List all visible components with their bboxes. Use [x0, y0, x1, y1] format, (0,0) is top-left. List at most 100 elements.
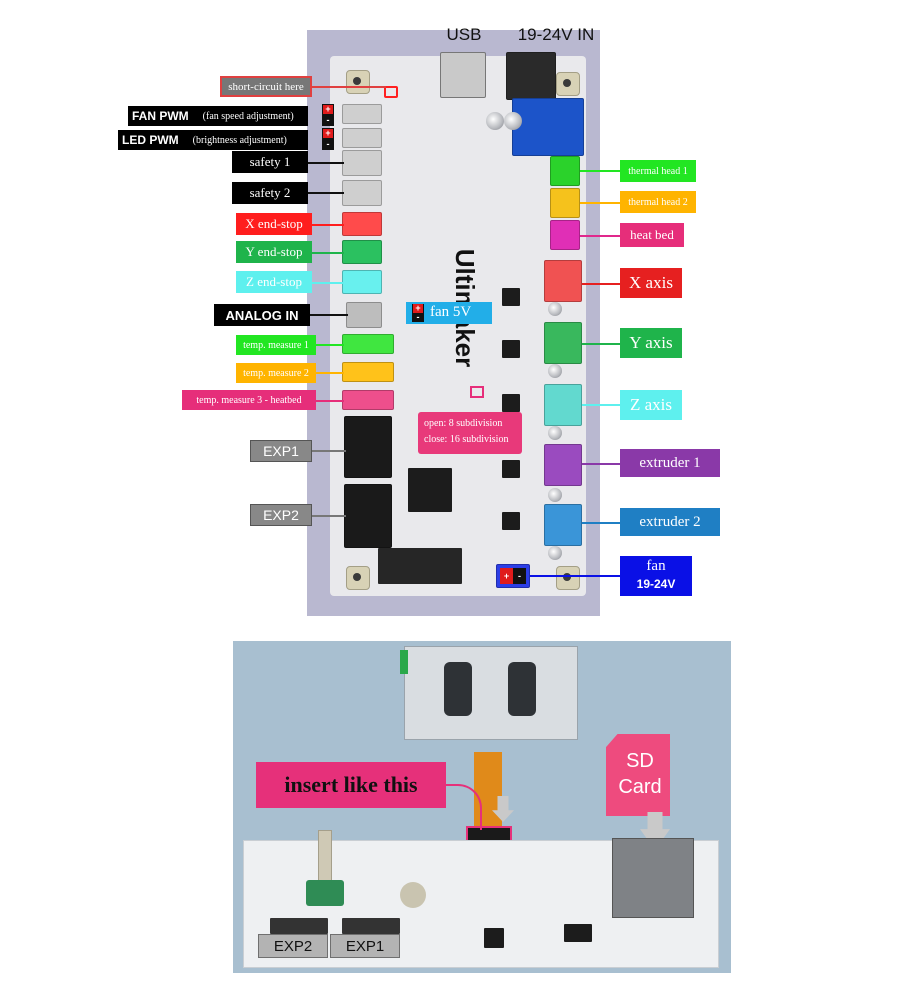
extruder2-connector: [544, 504, 582, 546]
short-circuit-point: [384, 86, 398, 98]
thermal1-label: thermal head 1: [620, 160, 696, 182]
plus-icon: +: [323, 129, 333, 138]
safety2-label: safety 2: [232, 182, 308, 204]
minus-icon: -: [518, 571, 521, 581]
plus-icon: +: [323, 105, 333, 114]
exp1-label: EXP1: [250, 440, 312, 462]
relay: [512, 98, 584, 156]
plus-icon: +: [413, 304, 423, 313]
plus-icon: +: [500, 568, 513, 584]
safety1-label: safety 1: [232, 151, 308, 173]
buzzer: [400, 882, 426, 908]
capacitor: [548, 546, 562, 560]
y-axis-connector: [544, 322, 582, 364]
chip: [564, 924, 592, 942]
stepper-driver-chip: [502, 394, 520, 412]
capacitor: [504, 112, 522, 130]
connector-line: [314, 372, 344, 374]
y-endstop-label: Y end-stop: [236, 241, 312, 263]
capacitor: [548, 426, 562, 440]
fan-voltage-text: 19-24V: [636, 577, 676, 591]
pin-header: [270, 918, 328, 934]
mounting-hole-icon: [556, 566, 580, 590]
fan-pwm-label: FAN PWM (fan speed adjustment): [128, 106, 308, 126]
temp1-connector: [342, 334, 394, 354]
connector-line: [530, 575, 620, 577]
connector-line: [582, 283, 620, 285]
mounting-hole-icon: [346, 566, 370, 590]
down-arrow-icon: [492, 796, 514, 822]
y-axis-label: Y axis: [620, 328, 682, 358]
mounting-hole-icon: [346, 70, 370, 94]
connector-line: [580, 170, 620, 172]
insert-pointer-line: [412, 784, 482, 830]
y-endstop-connector: [342, 240, 382, 264]
short-circuit-label: short-circuit here: [220, 76, 312, 97]
temp3-connector: [342, 390, 394, 410]
led-pwm-connector: [342, 128, 382, 148]
pin-header-block: [378, 548, 462, 584]
exp2-connector: [344, 484, 392, 548]
fan-pwm-connector: [342, 104, 382, 124]
extruder2-label: extruder 2: [620, 508, 720, 536]
connector-line: [304, 162, 344, 164]
safety2-connector: [342, 180, 382, 206]
stepper-driver-chip: [502, 460, 520, 478]
z-axis-connector: [544, 384, 582, 426]
sd-card-label: SD Card: [618, 750, 662, 798]
z-axis-label: Z axis: [620, 390, 682, 420]
rotary-encoder-shaft: [318, 830, 332, 884]
subdivision-close-text: close: 16 subdivision: [424, 434, 509, 445]
capacitor: [548, 488, 562, 502]
connector-line: [580, 202, 620, 204]
thermal1-connector: [550, 156, 580, 186]
x-endstop-label: X end-stop: [236, 213, 312, 235]
connector-line: [310, 252, 344, 254]
connector-line: [582, 343, 620, 345]
connector-line: [582, 463, 620, 465]
insert-label: insert like this: [256, 762, 446, 808]
lcd-exp2-label: EXP2: [258, 934, 328, 958]
rotary-encoder: [306, 880, 344, 906]
fan-pwm-polarity: + -: [322, 104, 334, 126]
connector-line: [582, 522, 620, 524]
sd-card-slot: [612, 838, 694, 918]
connector-line: [312, 450, 346, 452]
connector-line: [314, 344, 344, 346]
power-jack: [506, 52, 556, 100]
exp1-connector: [344, 416, 392, 478]
extruder1-connector: [544, 444, 582, 486]
capacitor: [548, 364, 562, 378]
stepper-driver-chip: [502, 340, 520, 358]
jumper-marker: [470, 386, 484, 398]
fan5v-label: + - fan 5V: [406, 302, 492, 324]
safety1-connector: [342, 150, 382, 176]
sd-card: [606, 734, 670, 816]
lcd-window: [444, 662, 472, 716]
z-endstop-connector: [342, 270, 382, 294]
temp3-label: temp. measure 3 - heatbed: [182, 390, 316, 410]
subdivision-open-text: open: 8 subdivision: [424, 418, 503, 429]
connector-line: [310, 86, 386, 88]
stepper-driver-chip: [502, 512, 520, 530]
led-pwm-title: LED PWM: [122, 133, 179, 147]
connector-line: [310, 314, 348, 316]
lcd-window: [508, 662, 536, 716]
connector-line: [580, 235, 620, 237]
x-axis-connector: [544, 260, 582, 302]
usb-connector: [440, 52, 486, 98]
pin-header: [342, 918, 400, 934]
capacitor: [548, 302, 562, 316]
minus-icon: -: [416, 312, 420, 322]
temp1-label: temp. measure 1: [236, 335, 316, 355]
heatbed-label: heat bed: [620, 223, 684, 247]
analog-in-label: ANALOG IN: [214, 304, 310, 326]
x-axis-label: X axis: [620, 268, 682, 298]
analog-in-connector: [346, 302, 382, 328]
x-endstop-connector: [342, 212, 382, 236]
microcontroller-chip: [408, 468, 452, 512]
thermal2-connector: [550, 188, 580, 218]
thermal2-label: thermal head 2: [620, 191, 696, 213]
chip: [484, 928, 504, 948]
mounting-hole-icon: [556, 72, 580, 96]
